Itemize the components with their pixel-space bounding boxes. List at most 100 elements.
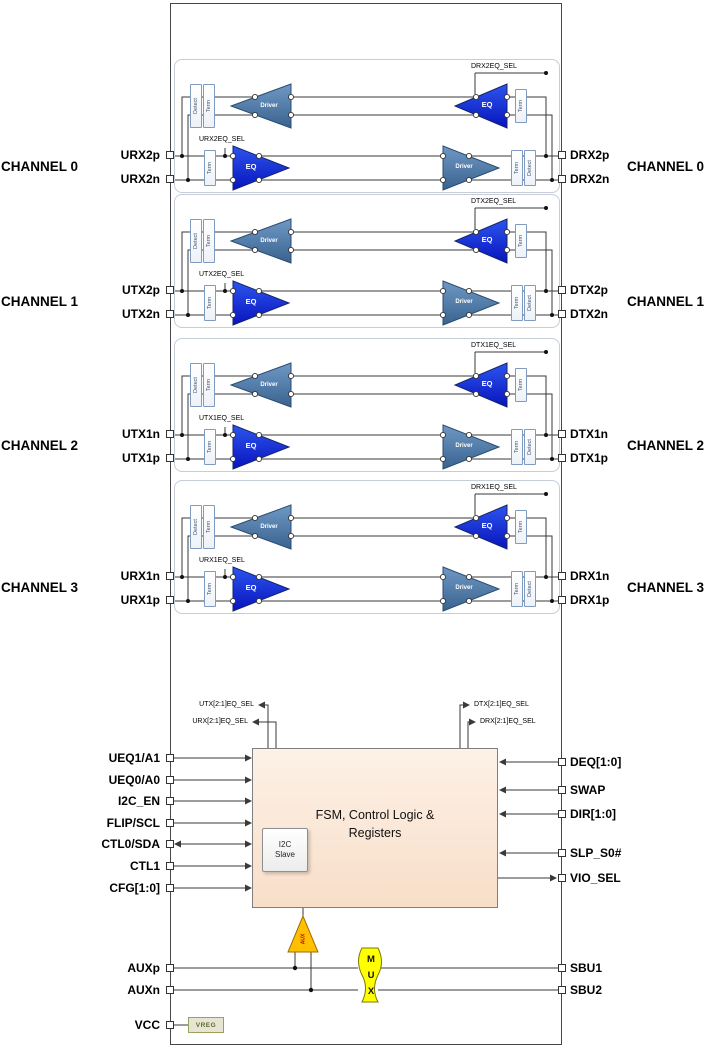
driver-amp-upstream <box>229 218 292 264</box>
pin-label: DRX2p <box>570 148 610 162</box>
driver-amp-upstream <box>229 362 292 408</box>
term-label: Term <box>207 161 214 175</box>
pin-label: UEQ0/A0 <box>108 773 160 787</box>
term-label: Term <box>514 161 521 175</box>
driver-label: Driver <box>260 382 278 388</box>
eq-amp-top <box>453 362 508 408</box>
pin-pad <box>558 849 566 857</box>
pin-label: FLIP/SCL <box>106 816 160 830</box>
driver-amp-upstream <box>229 83 292 129</box>
junction-dots <box>180 71 554 182</box>
term-block: Term <box>204 150 216 186</box>
term-block: Term <box>203 219 215 263</box>
port-circles <box>229 228 511 319</box>
detect-block: Detect <box>524 285 536 321</box>
pin-label: DTX2p <box>570 283 609 297</box>
port-circles <box>229 372 511 463</box>
channel-right-title: CHANNEL 1 <box>627 294 705 309</box>
term-block: Term <box>511 429 523 465</box>
term-block: Term <box>204 571 216 607</box>
junction-dots <box>180 206 554 317</box>
eq-sel-label-top: DRX2EQ_SEL <box>471 63 517 70</box>
pin-pad <box>558 454 566 462</box>
pin-pad <box>166 776 174 784</box>
detect-block: Detect <box>524 571 536 607</box>
pin-pad <box>166 964 174 972</box>
mux-letter-u: U <box>367 970 375 981</box>
detect-label: Detect <box>193 233 199 249</box>
aux-switch-label: AUX <box>295 930 311 948</box>
port-circles <box>229 93 511 184</box>
pin-label: VCC <box>134 1018 160 1032</box>
pin-label: UTX1p <box>121 451 160 465</box>
term-label: Term <box>207 296 214 310</box>
pin-label: UTX2p <box>121 283 160 297</box>
fsm-title-line2: Registers <box>348 826 402 840</box>
junction-dots <box>292 965 314 993</box>
driver-label: Driver <box>260 524 278 530</box>
dtx-eq-sel-bus-label: DTX[2:1]EQ_SEL <box>474 701 529 708</box>
eq-sel-label-bottom: URX1EQ_SEL <box>199 557 245 564</box>
pin-pad <box>166 797 174 805</box>
aux-text: AUX <box>300 933 306 945</box>
pin-label: URX2n <box>120 172 160 186</box>
pin-label: DTX1n <box>570 427 609 441</box>
channel-right-title: CHANNEL 0 <box>627 159 705 174</box>
term-block: Term <box>511 571 523 607</box>
eq-sel-label-top: DRX1EQ_SEL <box>471 484 517 491</box>
eq-sel-label-top: DTX1EQ_SEL <box>471 342 517 349</box>
term-label: Term <box>207 440 214 454</box>
channel-left-title: CHANNEL 2 <box>1 438 79 453</box>
term-label: Term <box>206 378 213 392</box>
pin-pad <box>166 454 174 462</box>
pin-pad <box>558 758 566 766</box>
term-label: Term <box>206 234 213 248</box>
pin-label: I2C_EN <box>117 794 160 808</box>
channel-block: Detect Term Term Term Term Detect Driver… <box>174 194 561 328</box>
junction-dots <box>180 492 554 603</box>
driver-label: Driver <box>455 443 473 449</box>
pin-pad <box>166 430 174 438</box>
port-circles <box>229 514 511 605</box>
term-block: Term <box>204 429 216 465</box>
term-block: Term <box>203 84 215 128</box>
eq-label: EQ <box>481 235 493 244</box>
arrowheads <box>174 701 557 892</box>
term-block: Term <box>204 285 216 321</box>
detect-block: Detect <box>190 219 202 263</box>
pin-pad <box>166 986 174 994</box>
pin-label: CFG[1:0] <box>109 881 160 895</box>
fsm-title-line1: FSM, Control Logic & <box>315 808 435 822</box>
eq-amp-top <box>453 83 508 129</box>
pin-label: DRX2n <box>570 172 610 186</box>
eq-label: EQ <box>481 379 493 388</box>
eq-label: EQ <box>245 583 257 592</box>
utx-eq-sel-bus-label: UTX[2:1]EQ_SEL <box>199 701 254 708</box>
control-wiring <box>174 701 558 1026</box>
term-label: Term <box>518 520 525 534</box>
pin-pad <box>166 151 174 159</box>
pin-pad <box>166 572 174 580</box>
detect-label: Detect <box>527 581 533 597</box>
eq-sel-label-bottom: URX2EQ_SEL <box>199 136 245 143</box>
channel-right-title: CHANNEL 3 <box>627 580 705 595</box>
pin-label: DRX1p <box>570 593 610 607</box>
pin-pad <box>558 874 566 882</box>
pin-label: URX1n <box>120 569 160 583</box>
pin-label: UTX2n <box>121 307 160 321</box>
term-block: Term <box>515 510 527 544</box>
pin-pad <box>558 810 566 818</box>
i2c-label-line2: Slave <box>274 850 295 859</box>
term-label: Term <box>518 234 525 248</box>
pin-pad <box>558 286 566 294</box>
pin-label: UEQ1/A1 <box>108 751 160 765</box>
driver-label: Driver <box>455 585 473 591</box>
pin-pad <box>166 286 174 294</box>
pin-pad <box>558 596 566 604</box>
driver-label: Driver <box>260 238 278 244</box>
detect-label: Detect <box>193 98 199 114</box>
pin-label: UTX1n <box>121 427 160 441</box>
detect-block: Detect <box>190 505 202 549</box>
pin-label: SBU2 <box>570 983 603 997</box>
